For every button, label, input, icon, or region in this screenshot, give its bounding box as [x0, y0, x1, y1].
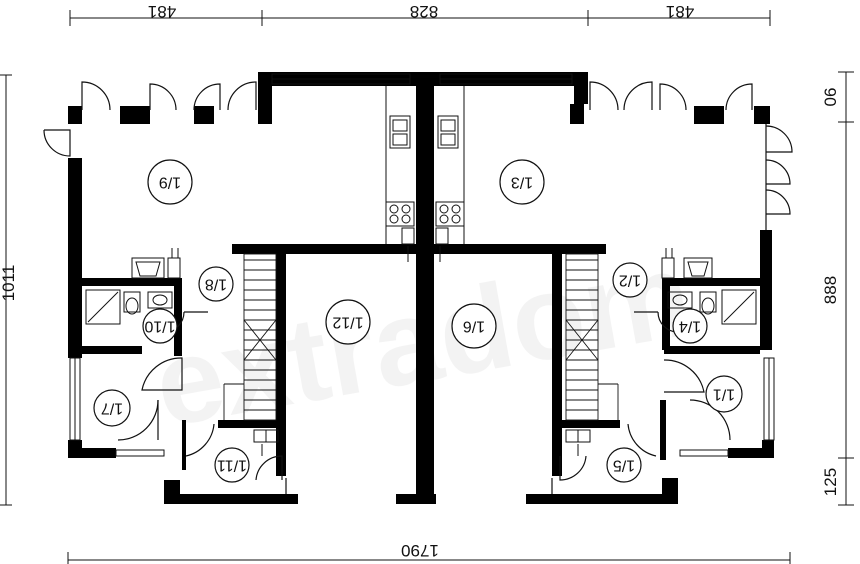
room-label-circle [147, 159, 193, 205]
dim-right-top: 06 [821, 88, 840, 107]
room-label: 1/7 [101, 400, 123, 417]
walls [68, 72, 774, 504]
bathroom-fixtures [85, 248, 757, 456]
room-label-circle [705, 375, 743, 413]
room-label-circle [142, 308, 178, 344]
room-label-circle [451, 303, 497, 349]
kitchen-fixtures [385, 86, 465, 262]
room-label-circle [612, 262, 648, 298]
room-label: 1/8 [205, 276, 227, 293]
room-label: 1/3 [511, 174, 533, 191]
room-label: 1/11 [217, 457, 247, 474]
room-labels: 1/9 1/3 1/8 1/2 1/12 1/6 1/10 1/4 1/7 1/1 1/11 1/5 [93, 159, 743, 483]
room-label: 1/1 [713, 386, 735, 403]
room-label: 1/2 [619, 272, 641, 289]
room-label: 1/12 [332, 314, 363, 331]
dim-bottom: 1790 [401, 541, 439, 560]
room-label-circle [198, 266, 234, 302]
room-label-circle [325, 299, 371, 345]
dim-right-middle: 888 [821, 276, 840, 304]
dim-right-bottom: 125 [821, 468, 840, 496]
room-label-circle [672, 308, 708, 344]
dim-top-right: 481 [666, 2, 694, 21]
stairs-right [565, 253, 619, 421]
room-label-circle [214, 447, 250, 483]
dim-left: 1011 [0, 265, 18, 302]
room-label: 1/9 [159, 174, 181, 191]
room-label: 1/10 [144, 318, 175, 335]
room-label: 1/4 [679, 318, 701, 335]
room-label-circle [499, 159, 545, 205]
dim-top-left: 481 [148, 2, 176, 21]
room-label: 1/6 [463, 318, 485, 335]
room-label-circle [93, 389, 131, 427]
room-label-circle [606, 447, 642, 483]
room-label: 1/5 [613, 457, 635, 474]
stairs-left [223, 253, 277, 421]
windows [69, 73, 775, 457]
dimension-lines [0, 10, 854, 564]
dim-top-middle: 828 [410, 2, 438, 21]
